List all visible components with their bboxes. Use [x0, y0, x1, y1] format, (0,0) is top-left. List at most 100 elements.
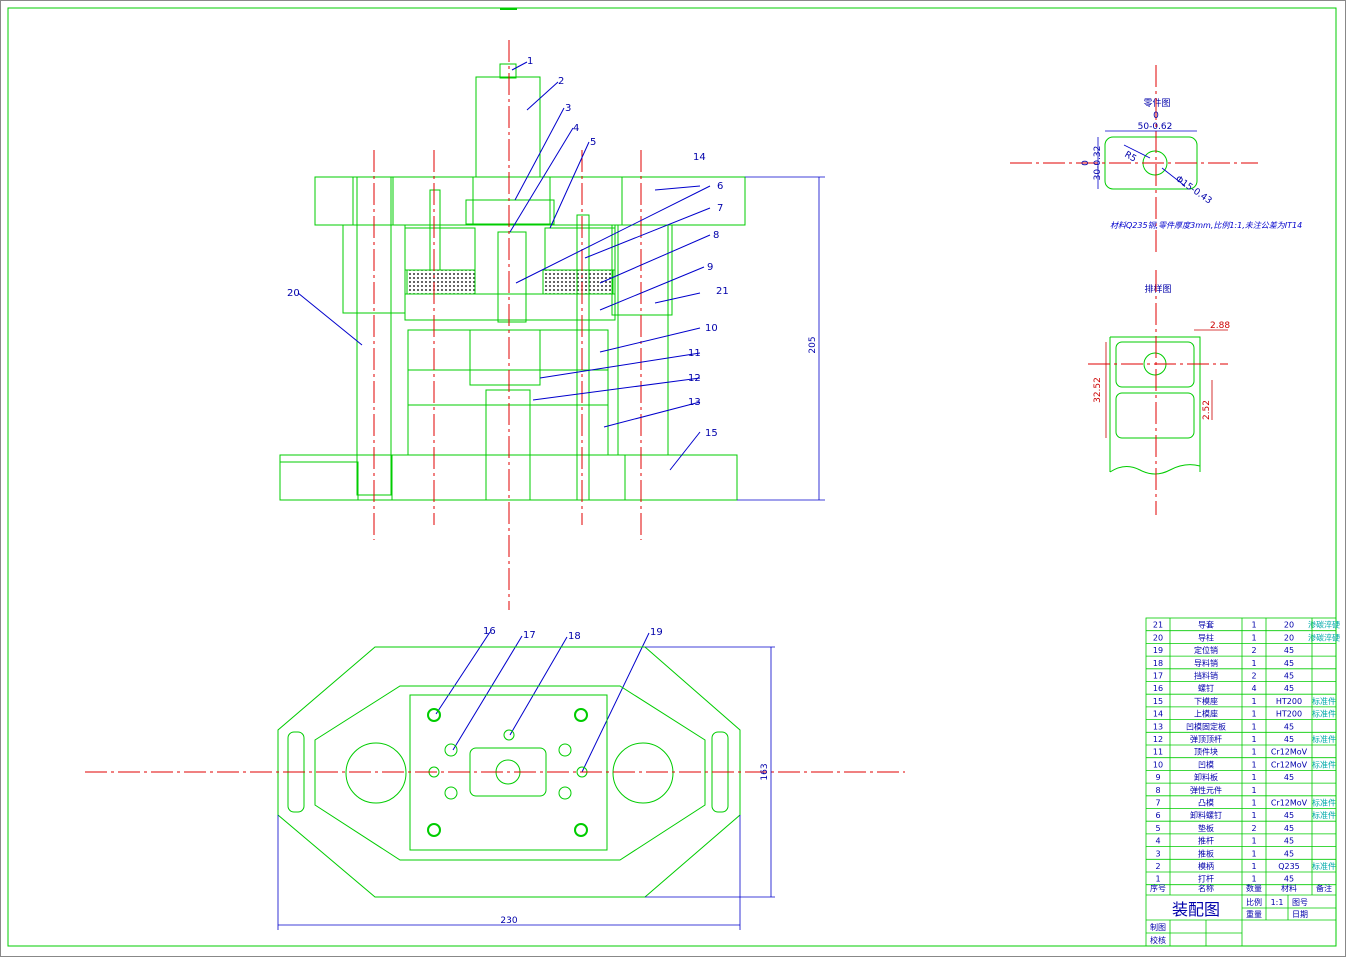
callout-7: 7 [717, 203, 723, 214]
callout-5: 5 [590, 137, 596, 148]
scale-value: 1:1 [1271, 898, 1284, 907]
bom-cell-qty: 1 [1251, 722, 1256, 731]
bom-header-mat: 材料 [1281, 883, 1297, 893]
height-dim-top: 163 [760, 763, 770, 780]
bom-cell-no: 15 [1153, 697, 1163, 706]
bom-cell-name: 卸料螺钉 [1190, 810, 1222, 820]
bom-cell-mat: 45 [1284, 849, 1294, 858]
callout-21: 21 [716, 286, 729, 297]
bom-cell-note: 标准件 [1312, 709, 1336, 719]
bom-header-note: 备注 [1316, 883, 1332, 893]
callout-19: 19 [650, 627, 663, 638]
bom-cell-name: 导柱 [1198, 632, 1214, 642]
bom-cell-note: 标准件 [1312, 798, 1336, 808]
bom-cell-name: 导料销 [1194, 658, 1218, 668]
bom-cell-mat: 20 [1284, 633, 1294, 642]
bom-cell-name: 卸料板 [1194, 772, 1218, 782]
callout-18: 18 [568, 631, 581, 642]
bom-cell-no: 9 [1155, 773, 1160, 782]
bom-cell-no: 19 [1153, 646, 1163, 655]
strip-dim-3252: 32.52 [1093, 377, 1103, 403]
bom-cell-mat: HT200 [1276, 697, 1302, 706]
bom-cell-mat: 45 [1284, 646, 1294, 655]
bom-cell-name: 凹模 [1198, 759, 1214, 769]
bom-header-qty: 数量 [1246, 883, 1262, 893]
callout-labels: 1 2 3 4 5 6 7 8 9 10 11 12 13 14 15 16 1… [287, 56, 729, 642]
bom-cell-qty: 1 [1251, 786, 1256, 795]
bom-cell-mat: Cr12MoV [1271, 760, 1308, 769]
bom-cell-no: 8 [1155, 786, 1160, 795]
height-dim-main: 205 [808, 336, 818, 353]
bom-cell-no: 20 [1153, 633, 1163, 642]
callout-13: 13 [688, 397, 701, 408]
checked-label: 校核 [1150, 935, 1166, 945]
bom-cell-qty: 1 [1251, 811, 1256, 820]
bom-cell-name: 凹模固定板 [1186, 721, 1226, 731]
bom-cell-name: 弹性元件 [1190, 785, 1222, 795]
bom-cell-name: 凸模 [1198, 798, 1214, 808]
callout-14: 14 [693, 152, 706, 163]
bom-cell-no: 1 [1155, 875, 1160, 884]
bom-cell-qty: 1 [1251, 837, 1256, 846]
bom-cell-mat: 45 [1284, 773, 1294, 782]
part-dim-r5: R5 [1123, 150, 1138, 165]
bom-cell-qty: 1 [1251, 697, 1256, 706]
part-drawing: 零件图 0 50-0.62 0 30-0.32 R5 Φ15-0.43 材料Q2… [1010, 65, 1302, 255]
bom-header-name: 名称 [1198, 883, 1214, 893]
callout-9: 9 [707, 262, 713, 273]
bom-cell-mat: HT200 [1276, 710, 1302, 719]
part-dim-phi15: Φ15-0.43 [1173, 174, 1213, 206]
drawn-label: 制图 [1150, 922, 1166, 932]
bom-cell-name: 推板 [1198, 848, 1214, 858]
bom-cell-qty: 1 [1251, 875, 1256, 884]
callout-11: 11 [688, 348, 701, 359]
bom-cell-qty: 1 [1251, 773, 1256, 782]
bom-cell-mat: 45 [1284, 837, 1294, 846]
bom-cell-no: 3 [1155, 849, 1160, 858]
bom-cell-no: 2 [1155, 862, 1160, 871]
bom-header-no: 序号 [1150, 883, 1166, 893]
date-label: 日期 [1292, 910, 1308, 919]
bom-cell-qty: 1 [1251, 799, 1256, 808]
strip-dim-252: 2.52 [1202, 400, 1212, 420]
bom-cell-name: 下模座 [1194, 696, 1218, 706]
strip-layout: 排样图 2.88 32.52 2.52 [1088, 270, 1230, 515]
bom-cell-no: 10 [1153, 760, 1163, 769]
callout-16: 16 [483, 626, 496, 637]
bom-cell-note: 标准件 [1312, 810, 1336, 820]
bom-cell-qty: 1 [1251, 862, 1256, 871]
callout-15: 15 [705, 428, 718, 439]
bom-cell-qty: 1 [1251, 760, 1256, 769]
bom-cell-note: 标准件 [1312, 759, 1336, 769]
part-dim-0b: 0 [1081, 160, 1091, 166]
bom-cell-name: 顶件块 [1194, 747, 1218, 757]
callout-12: 12 [688, 373, 701, 384]
bom-cell-name: 垫板 [1198, 823, 1214, 833]
callout-8: 8 [713, 230, 719, 241]
part-dim-50: 50-0.62 [1138, 122, 1173, 132]
bom-cell-no: 16 [1153, 684, 1163, 693]
bom-cell-note: 标准件 [1312, 861, 1336, 871]
bom-cell-no: 17 [1153, 672, 1163, 681]
bom-cell-qty: 2 [1251, 646, 1256, 655]
bom-cell-mat: 45 [1284, 659, 1294, 668]
main-view: 205 [279, 40, 825, 610]
bom-cell-no: 21 [1153, 621, 1163, 630]
bom-cell-no: 18 [1153, 659, 1163, 668]
bom-cell-note: 渗碳淬硬 [1308, 620, 1340, 630]
top-view: 230 163 [85, 646, 905, 930]
sheet-border [7, 7, 1337, 947]
width-dim-top: 230 [500, 916, 517, 926]
bom-cell-no: 6 [1155, 811, 1160, 820]
bom-cell-qty: 2 [1251, 824, 1256, 833]
material-note: 材料Q235钢,零件厚度3mm,比例1:1,未注公差为IT14 [1110, 221, 1302, 230]
bom-cell-mat: 45 [1284, 735, 1294, 744]
bom-cell-mat: Q235 [1278, 862, 1300, 871]
bom-cell-mat: 45 [1284, 824, 1294, 833]
bom-cell-qty: 4 [1251, 684, 1256, 693]
bom-cell-name: 挡料销 [1194, 671, 1218, 681]
bom-cell-name: 螺钉 [1198, 683, 1214, 693]
part-dim-0a: 0 [1153, 111, 1159, 121]
weight-label: 重量 [1246, 909, 1262, 919]
